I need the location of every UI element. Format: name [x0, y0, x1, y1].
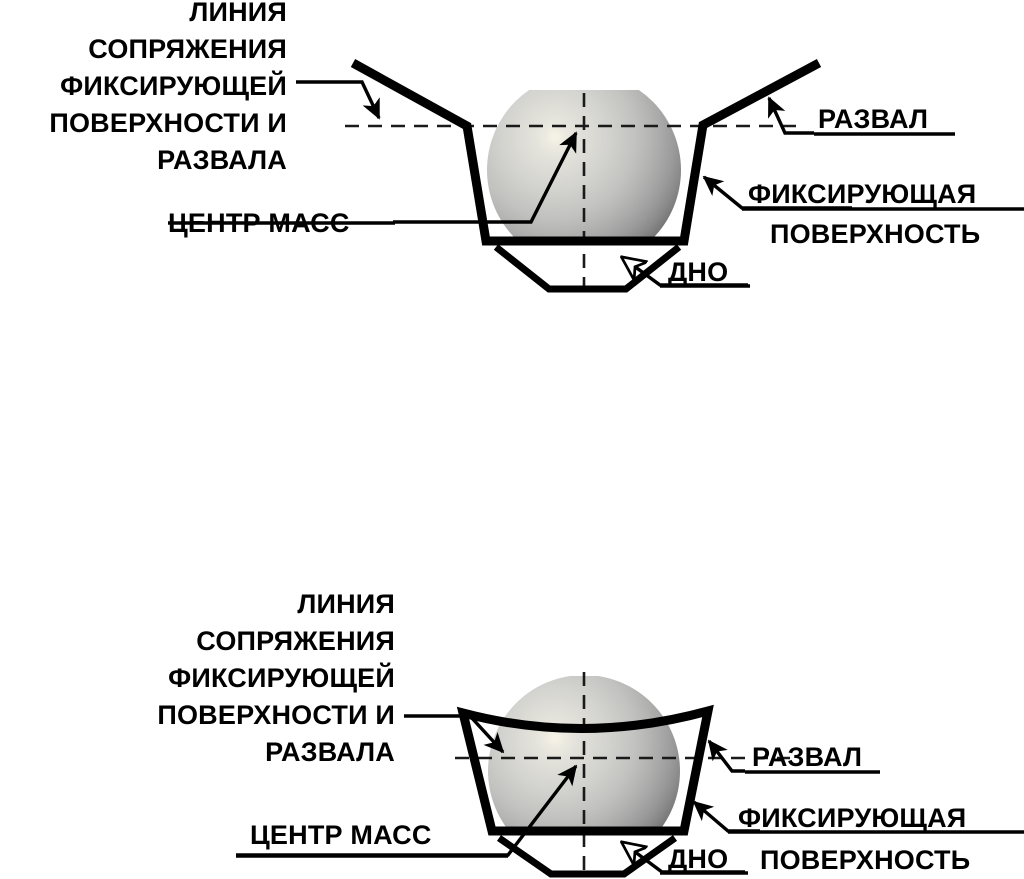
leader-mating-line-top: [296, 80, 381, 120]
label-center-of-mass-bottom: ЦЕНТР МАСС: [250, 820, 432, 850]
label-mating-line-top-l3: ФИКСИРУЮЩЕЙ: [60, 70, 287, 101]
vessel-outline-bottom: [456, 704, 714, 836]
label-mating-line-bottom-l3: ФИКСИРУЮЩЕЙ: [168, 662, 395, 693]
label-fixing-surface-top-l2: ПОВЕРХНОСТЬ: [770, 219, 980, 249]
leader-center-of-mass-top: [393, 131, 578, 224]
label-mating-line-top-l5: РАЗВАЛА: [157, 145, 287, 175]
vessel-bottom-trapezoid-bottom: [497, 835, 678, 878]
leader-flare-bottom: [707, 739, 745, 773]
vessel-bottom-trapezoid-top: [493, 244, 682, 293]
top-diagram: ЛИНИЯ СОПРЯЖЕНИЯ ФИКСИРУЮЩЕЙ ПОВЕРХНОСТИ…: [49, 0, 1024, 296]
label-flare-bottom: РАЗВАЛ: [752, 742, 862, 772]
label-flare-top: РАЗВАЛ: [818, 104, 928, 134]
label-fixing-surface-bottom-l1: ФИКСИРУЮЩАЯ: [738, 803, 966, 833]
label-mating-line-top-l2: СОПРЯЖЕНИЯ: [88, 34, 287, 64]
label-bottom-top: ДНО: [668, 257, 728, 287]
label-center-of-mass-top: ЦЕНТР МАСС: [168, 208, 350, 238]
leader-flare-top: [767, 96, 814, 135]
bottom-diagram: ЛИНИЯ СОПРЯЖЕНИЯ ФИКСИРУЮЩЕЙ ПОВЕРХНОСТИ…: [157, 589, 1024, 878]
vessel-outline-top: [350, 59, 822, 246]
label-mating-line-bottom-l5: РАЗВАЛА: [265, 737, 395, 767]
label-mating-line-top-l4: ПОВЕРХНОСТИ И: [49, 108, 287, 138]
leader-mating-line-bottom: [404, 714, 505, 754]
label-fixing-surface-bottom-l2: ПОВЕРХНОСТЬ: [760, 845, 970, 875]
label-mating-line-top-l1: ЛИНИЯ: [189, 0, 287, 27]
label-mating-line-bottom-l1: ЛИНИЯ: [297, 589, 395, 619]
label-mating-line-bottom-l4: ПОВЕРХНОСТИ И: [157, 700, 395, 730]
label-bottom-bottom: ДНО: [668, 844, 728, 874]
label-fixing-surface-top-l1: ФИКСИРУЮЩАЯ: [748, 179, 976, 209]
label-mating-line-bottom-l2: СОПРЯЖЕНИЯ: [196, 626, 395, 656]
